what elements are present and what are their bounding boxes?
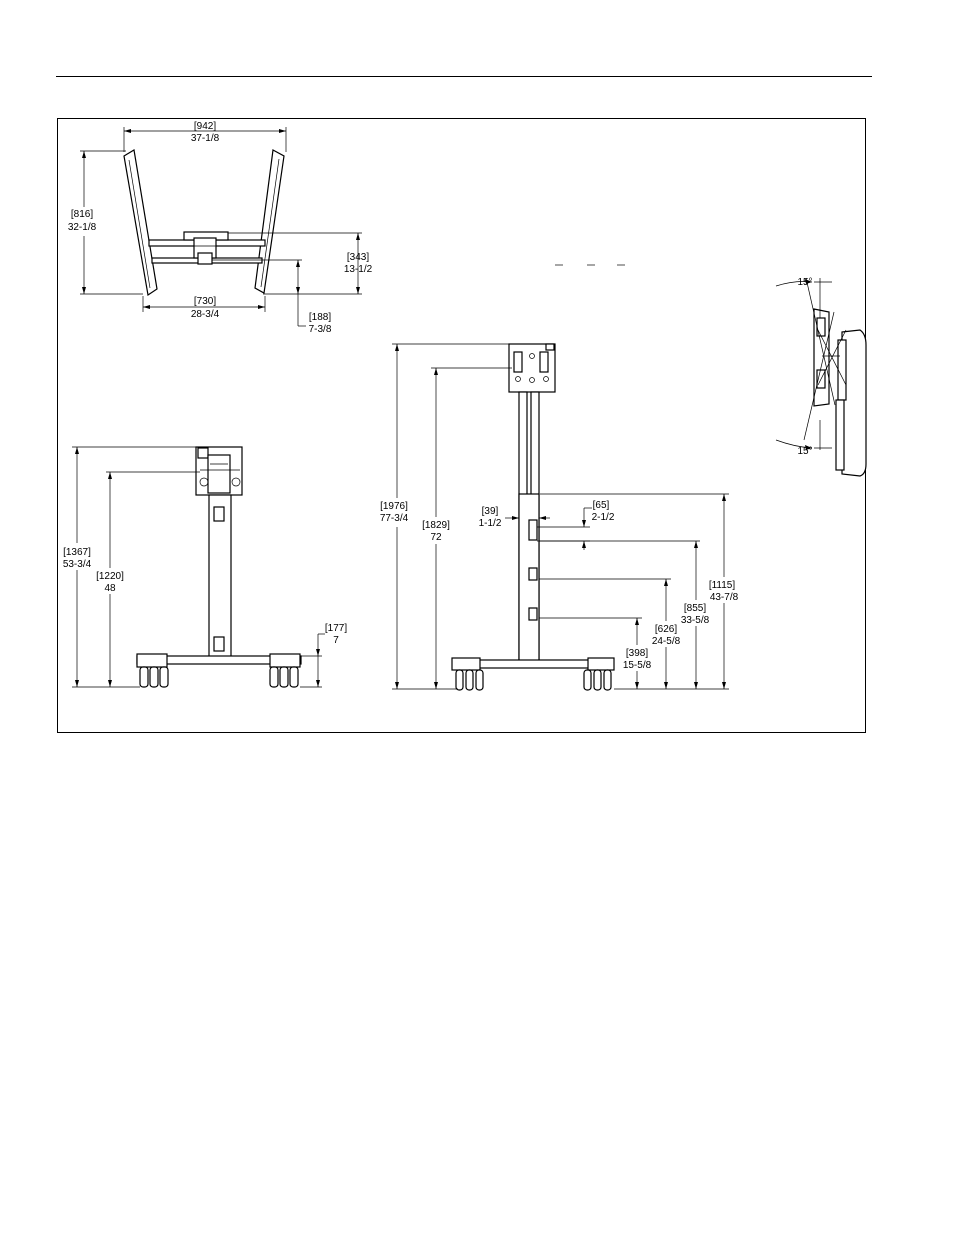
depth-front-metric: [188] (309, 312, 331, 323)
spacing-imperial: 2-1/2 (592, 512, 615, 523)
depth-rear-imperial: 13-1/2 (344, 264, 373, 275)
h855-imperial: 33-5/8 (681, 615, 710, 626)
top-height-imperial: 32-1/8 (68, 222, 97, 233)
depth-front-imperial: 7-3/8 (309, 324, 332, 335)
side-mount-metric: [1829] (422, 520, 450, 531)
front-height-imperial: 53-3/4 (63, 559, 92, 570)
h398-imperial: 15-5/8 (623, 660, 652, 671)
spacing-metric: [65] (593, 500, 610, 511)
inner-width-metric: [730] (194, 296, 216, 307)
top-height-metric: [816] (71, 209, 93, 220)
h855-metric: [855] (684, 603, 706, 614)
right-leg (254, 149, 285, 294)
tilt-down-label: 15° (797, 446, 812, 457)
side-height-imperial: 77-3/4 (380, 513, 409, 524)
h626-metric: [626] (655, 624, 677, 635)
column-width-metric: [39] (482, 506, 499, 517)
side-mount-imperial: 72 (430, 532, 442, 543)
front-height-metric: [1367] (63, 547, 91, 558)
front-mount-metric: [1220] (96, 571, 124, 582)
h626-imperial: 24-5/8 (652, 636, 681, 647)
tilt-display (841, 329, 867, 477)
top-width-metric: [942] (194, 121, 216, 132)
base-height-metric: [177] (325, 623, 347, 634)
h398-metric: [398] (626, 648, 648, 659)
tilt-view: 15° 15° (775, 277, 867, 477)
column-width-imperial: 1-1/2 (479, 518, 502, 529)
base-height-imperial: 7 (333, 635, 339, 646)
side-height-metric: [1976] (380, 501, 408, 512)
inner-width-imperial: 28-3/4 (191, 309, 220, 320)
h1115-metric: [1115] (709, 580, 736, 591)
top-width-imperial: 37-1/8 (191, 133, 220, 144)
front-mount-imperial: 48 (104, 583, 116, 594)
top-view: [942] 37-1/8 [816] 32-1/8 [730] 28-3/4 (68, 121, 625, 335)
side-view: [1976] 77-3/4 [1829] 72 [39] 1-1/2 [65] … (380, 343, 739, 691)
left-leg (123, 149, 158, 297)
tilt-up-label: 15° (797, 277, 812, 288)
h1115-imperial: 43-7/8 (710, 592, 739, 603)
depth-rear-metric: [343] (347, 252, 369, 263)
header-rule (56, 76, 872, 77)
front-view: [1367] 53-3/4 [1220] 48 [177] 7 (63, 446, 347, 688)
